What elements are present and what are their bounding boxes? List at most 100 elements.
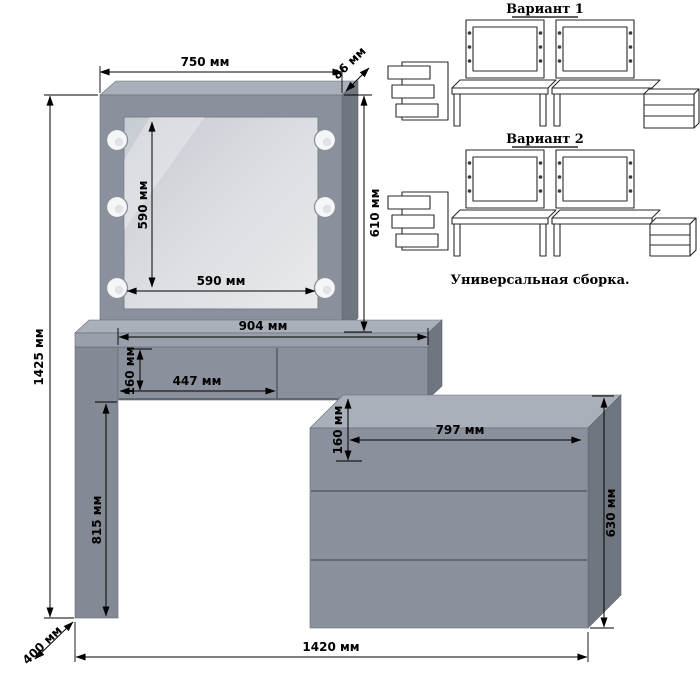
chest-front: [309, 427, 589, 629]
chest-drawer-height-label: 160 мм: [331, 406, 345, 455]
variant-1-option-b-illustration: [551, 19, 700, 129]
table-drawer-height-label: 160 мм: [123, 347, 137, 396]
mini-table-leg: [553, 93, 561, 127]
mini-bulb-icon: [628, 59, 633, 63]
variant-1-section: Вариант 1: [387, 2, 700, 129]
bulb-highlight: [114, 137, 124, 147]
mini-open-drawer: [387, 65, 431, 80]
dim-total-height: 1425 мм: [32, 94, 98, 619]
mini-mirror-glass: [562, 26, 628, 72]
total-height-label: 1425 мм: [32, 328, 46, 385]
mini-bulb-icon: [467, 45, 472, 49]
mirror-glass: [123, 116, 319, 310]
mini-chest-top: [643, 88, 700, 95]
mini-chest-front: [643, 93, 695, 129]
table-left-leg: [74, 346, 119, 619]
dim-table-height: 815 мм: [90, 401, 117, 617]
mini-bulb-icon: [628, 31, 633, 35]
mini-bulb-icon: [467, 189, 472, 193]
mini-tabletop: [451, 79, 557, 89]
mini-bulb-icon: [538, 189, 543, 193]
dim-tabletop-width: 904 мм: [117, 319, 429, 345]
mini-bulb-icon: [538, 175, 543, 179]
table-drawer-band: [117, 346, 429, 401]
table-side-face: [427, 319, 443, 400]
mini-table-leg: [539, 223, 547, 257]
tabletop-width-label: 904 мм: [239, 319, 288, 333]
mini-bulb-icon: [538, 59, 543, 63]
dim-table-drawer-height: 160 мм: [123, 347, 152, 396]
mini-mirror-glass: [562, 156, 628, 202]
mini-bulb-icon: [538, 31, 543, 35]
mini-open-drawer: [395, 103, 439, 118]
mini-bulb-icon: [557, 175, 562, 179]
variant-2-option-b-illustration: [551, 149, 697, 257]
mini-bulb-icon: [628, 175, 633, 179]
mini-tabletop: [551, 79, 661, 89]
mini-open-drawer: [391, 214, 435, 229]
mini-bulb-icon: [538, 161, 543, 165]
variant-2-title: Вариант 2: [506, 132, 584, 147]
dim-chest-height: 630 мм: [590, 395, 618, 629]
mini-tabletop: [551, 209, 661, 219]
mini-table-leg: [453, 223, 461, 257]
mini-tabletop: [451, 209, 557, 219]
tabletop-front-edge: [74, 332, 429, 348]
mini-tabletop-edge: [551, 87, 653, 95]
mirror-glass-height-label: 590 мм: [136, 181, 150, 230]
table-drawer-width-label: 447 мм: [173, 374, 222, 388]
table-height-label: 815 мм: [90, 496, 104, 545]
bulb-highlight: [322, 204, 332, 214]
dim-chest-drawer-height: 160 мм: [331, 398, 362, 462]
mini-mirror-glass: [472, 156, 538, 202]
dim-mirror-glass-height: 590 мм: [136, 121, 156, 288]
dim-table-drawer-width: 447 мм: [119, 374, 276, 395]
mini-bulb-icon: [467, 161, 472, 165]
mini-chest-side: [689, 217, 697, 257]
mini-bulb-icon: [557, 59, 562, 63]
mirror-bulbs: [105, 128, 337, 300]
mini-chest-top: [649, 217, 697, 225]
mini-table-leg: [553, 223, 561, 257]
mini-open-drawer: [387, 195, 431, 210]
mini-bulb-icon: [467, 59, 472, 63]
variant-2-option-a-illustration: [387, 149, 557, 257]
mini-chest-front: [649, 223, 691, 257]
mini-tabletop-edge: [451, 217, 549, 225]
bulb-highlight: [322, 285, 332, 295]
total-width-label: 1420 мм: [302, 640, 359, 654]
dim-mirror-width: 750 мм: [99, 55, 343, 93]
mini-bulb-icon: [467, 175, 472, 179]
mini-bulb-icon: [557, 31, 562, 35]
mini-tabletop-edge: [551, 217, 653, 225]
mini-bulb-icon: [467, 31, 472, 35]
mirror-width-label: 750 мм: [181, 55, 230, 69]
mini-tabletop-edge: [451, 87, 549, 95]
variant-1-title: Вариант 1: [506, 2, 584, 17]
mini-open-drawer: [391, 84, 435, 99]
mini-bulb-icon: [557, 45, 562, 49]
mirror-glass-width-label: 590 мм: [197, 274, 246, 288]
universal-assembly-note: Универсальная сборка.: [450, 273, 629, 288]
mini-bulb-icon: [557, 161, 562, 165]
mini-bulb-icon: [628, 45, 633, 49]
mirror-frame-side-face: [341, 80, 359, 333]
variant-2-section: Вариант 2: [387, 132, 697, 288]
dim-mirror-glass-width: 590 мм: [126, 274, 316, 295]
mini-open-drawer: [395, 233, 439, 248]
dim-total-width: 1420 мм: [74, 622, 589, 662]
mini-bulb-icon: [628, 161, 633, 165]
mini-bulb-icon: [538, 45, 543, 49]
bulb-highlight: [114, 204, 124, 214]
chest-height-label: 630 мм: [604, 489, 618, 538]
mini-mirror-glass: [472, 26, 538, 72]
mirror-glass-reflection: [124, 117, 205, 230]
mini-table-leg: [453, 93, 461, 127]
variant-1-option-a-illustration: [387, 19, 557, 127]
mini-bulb-icon: [557, 189, 562, 193]
mini-chest-side: [693, 88, 700, 129]
chest-drawer-width-label: 797 мм: [436, 423, 485, 437]
mirror-frame-top-face: [99, 80, 359, 96]
